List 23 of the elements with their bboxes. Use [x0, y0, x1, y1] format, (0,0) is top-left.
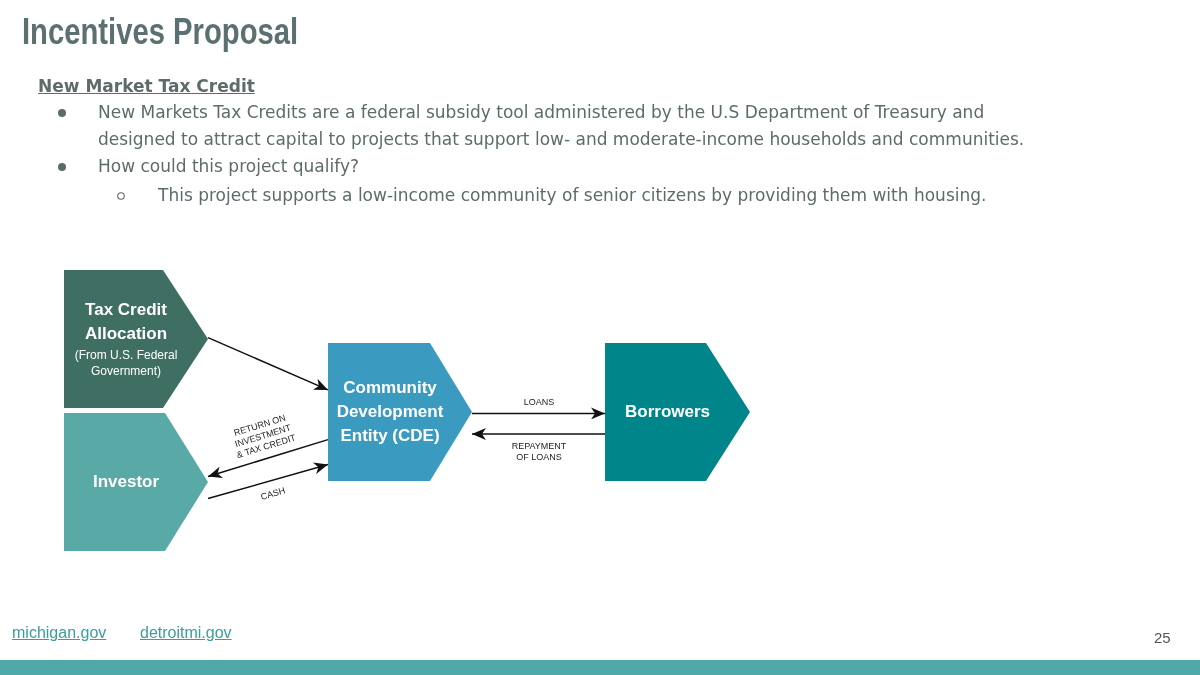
- chevron-step: [328, 343, 472, 481]
- bullet-text: This project supports a low-income community of senior citizens by providing them with housing.: [158, 184, 988, 207]
- chevron-step: [605, 343, 750, 481]
- chevron-step: [64, 270, 208, 408]
- arrow: [471, 428, 606, 441]
- arrow: [207, 438, 329, 479]
- arrow: [471, 407, 606, 420]
- chevron-step: [64, 413, 208, 551]
- step-note: (From U.S. Federal Government): [73, 346, 179, 381]
- section-heading: New Market Tax Credit: [38, 75, 255, 98]
- step-title: Tax Credit Allocation: [83, 298, 169, 345]
- slide-title: Incentives Proposal: [22, 10, 299, 54]
- arrow: [207, 462, 329, 500]
- page-number: 25: [1154, 628, 1171, 648]
- edge-label: REPAYMENT OF LOANS: [510, 441, 568, 463]
- step-title: Investor: [92, 471, 160, 494]
- arrow: [207, 336, 329, 391]
- bullet-text: New Markets Tax Credits are a federal subsidy tool administered by the U.S Department of Treasury and designed to attract capital to projects that support low- and moderate-income households and communities.: [98, 101, 1026, 151]
- step-title: Borrowers: [625, 401, 710, 424]
- bullet-text: How could this project qualify?: [98, 155, 360, 178]
- source-link: michigan.gov: [12, 623, 107, 643]
- source-link: detroitmi.gov: [140, 623, 232, 643]
- step-title: Community Development Entity (CDE): [335, 377, 445, 447]
